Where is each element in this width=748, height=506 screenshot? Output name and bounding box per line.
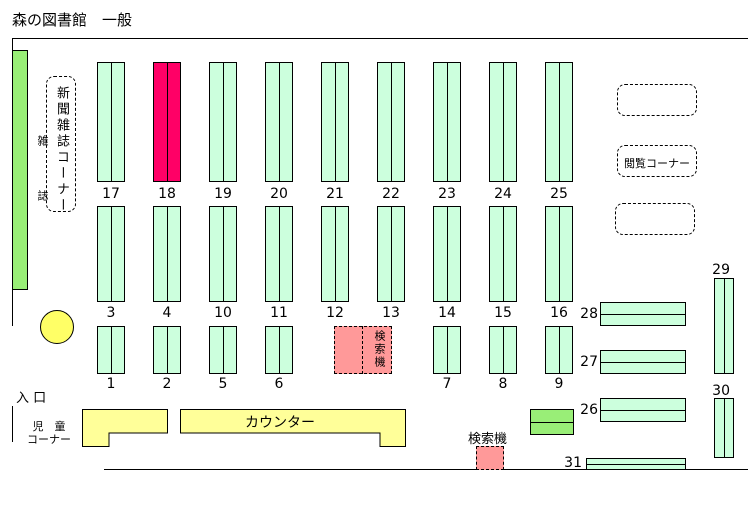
- shelf-22-number: 22: [382, 186, 400, 202]
- reading-corner-label: 閲覧コーナー: [624, 157, 690, 170]
- shelf-4[interactable]: [153, 206, 181, 302]
- shelf-31-number: 31: [564, 455, 582, 471]
- shelf-25[interactable]: [545, 62, 573, 182]
- shelf-20-number: 20: [270, 186, 288, 202]
- wall-bottom: [104, 469, 748, 470]
- counter-shape: [180, 409, 406, 447]
- shelf-2[interactable]: [153, 326, 181, 374]
- shelf-16[interactable]: [545, 206, 573, 302]
- reading-table-3[interactable]: [615, 203, 695, 235]
- shelf-10[interactable]: [209, 206, 237, 302]
- shelf-12-number: 12: [326, 305, 344, 321]
- shelf-23[interactable]: [433, 62, 461, 182]
- shelf-16-number: 16: [550, 305, 568, 321]
- shelf-28-number: 28: [580, 306, 598, 322]
- shelf-3[interactable]: [97, 206, 125, 302]
- shelf-26[interactable]: [600, 398, 686, 422]
- entrance-label: 入 口: [16, 391, 47, 406]
- shelf-11[interactable]: [265, 206, 293, 302]
- shelf-27[interactable]: [600, 350, 686, 374]
- shelf-21-number: 21: [326, 186, 344, 202]
- search-terminal-2-label: 検索機: [468, 432, 508, 447]
- shelf-3-number: 3: [106, 305, 116, 321]
- search-terminal[interactable]: [334, 326, 392, 374]
- search-terminal-label: 検索機: [373, 330, 386, 369]
- shelf-14[interactable]: [433, 206, 461, 302]
- shelf-29-number: 29: [712, 262, 730, 278]
- shelf-10-number: 10: [214, 305, 232, 321]
- map-title: 森の図書館 一般: [12, 11, 133, 29]
- shelf-25-number: 25: [550, 186, 568, 202]
- shelf-15-number: 15: [494, 305, 512, 321]
- counter-left: [82, 409, 168, 447]
- reading-table-1[interactable]: [617, 84, 697, 116]
- shelf-5-number: 5: [218, 376, 228, 392]
- shelf-9[interactable]: [545, 326, 573, 374]
- shelf-4-number: 4: [162, 305, 172, 321]
- shelf-30-number: 30: [712, 383, 730, 399]
- shelf-21[interactable]: [321, 62, 349, 182]
- search-terminal-2[interactable]: [476, 446, 504, 470]
- entrance-wall: [12, 406, 13, 442]
- counter-label: カウンター: [245, 415, 315, 431]
- shelf-17[interactable]: [97, 62, 125, 182]
- shelf-15[interactable]: [489, 206, 517, 302]
- shelf-5[interactable]: [209, 326, 237, 374]
- shelf-28[interactable]: [600, 302, 686, 326]
- shelf-23-number: 23: [438, 186, 456, 202]
- shelf-17-number: 17: [102, 186, 120, 202]
- small-rack-divider: [530, 422, 574, 423]
- shelf-12[interactable]: [321, 206, 349, 302]
- shelf-27-number: 27: [580, 354, 598, 370]
- shelf-13-number: 13: [382, 305, 400, 321]
- shelf-1[interactable]: [97, 326, 125, 374]
- shelf-24[interactable]: [489, 62, 517, 182]
- wall-top: [12, 38, 748, 39]
- shelf-13[interactable]: [377, 206, 405, 302]
- shelf-1-number: 1: [106, 376, 116, 392]
- newspaper-corner-label: 新聞雑誌コーナー: [54, 86, 69, 214]
- shelf-20[interactable]: [265, 62, 293, 182]
- counter[interactable]: カウンター: [180, 409, 406, 447]
- shelf-29[interactable]: [714, 278, 734, 374]
- shelf-6[interactable]: [265, 326, 293, 374]
- counter-left-shape: [82, 409, 168, 447]
- newspaper-corner[interactable]: [46, 76, 76, 212]
- shelf-7[interactable]: [433, 326, 461, 374]
- shelf-7-number: 7: [442, 376, 452, 392]
- shelf-30[interactable]: [714, 398, 734, 458]
- shelf-18[interactable]: [153, 62, 181, 182]
- search-terminal-divider: [362, 326, 363, 374]
- shelf-11-number: 11: [270, 305, 288, 321]
- pillar: [40, 310, 74, 344]
- magazine-rack-label: 雑誌: [14, 135, 49, 270]
- magazine-rack[interactable]: [12, 50, 28, 290]
- magazine-label: 雑誌: [36, 135, 49, 245]
- shelf-8[interactable]: [489, 326, 517, 374]
- shelf-8-number: 8: [498, 376, 508, 392]
- shelf-31[interactable]: [586, 458, 686, 470]
- shelf-19[interactable]: [209, 62, 237, 182]
- shelf-24-number: 24: [494, 186, 512, 202]
- shelf-26-number: 26: [580, 402, 598, 418]
- shelf-18-number: 18: [158, 186, 176, 202]
- shelf-9-number: 9: [554, 376, 564, 392]
- children-corner-label: 児 童 コーナー: [27, 420, 71, 446]
- shelf-22[interactable]: [377, 62, 405, 182]
- reading-table-2[interactable]: [617, 145, 697, 177]
- shelf-6-number: 6: [274, 376, 284, 392]
- shelf-14-number: 14: [438, 305, 456, 321]
- shelf-2-number: 2: [162, 376, 172, 392]
- shelf-19-number: 19: [214, 186, 232, 202]
